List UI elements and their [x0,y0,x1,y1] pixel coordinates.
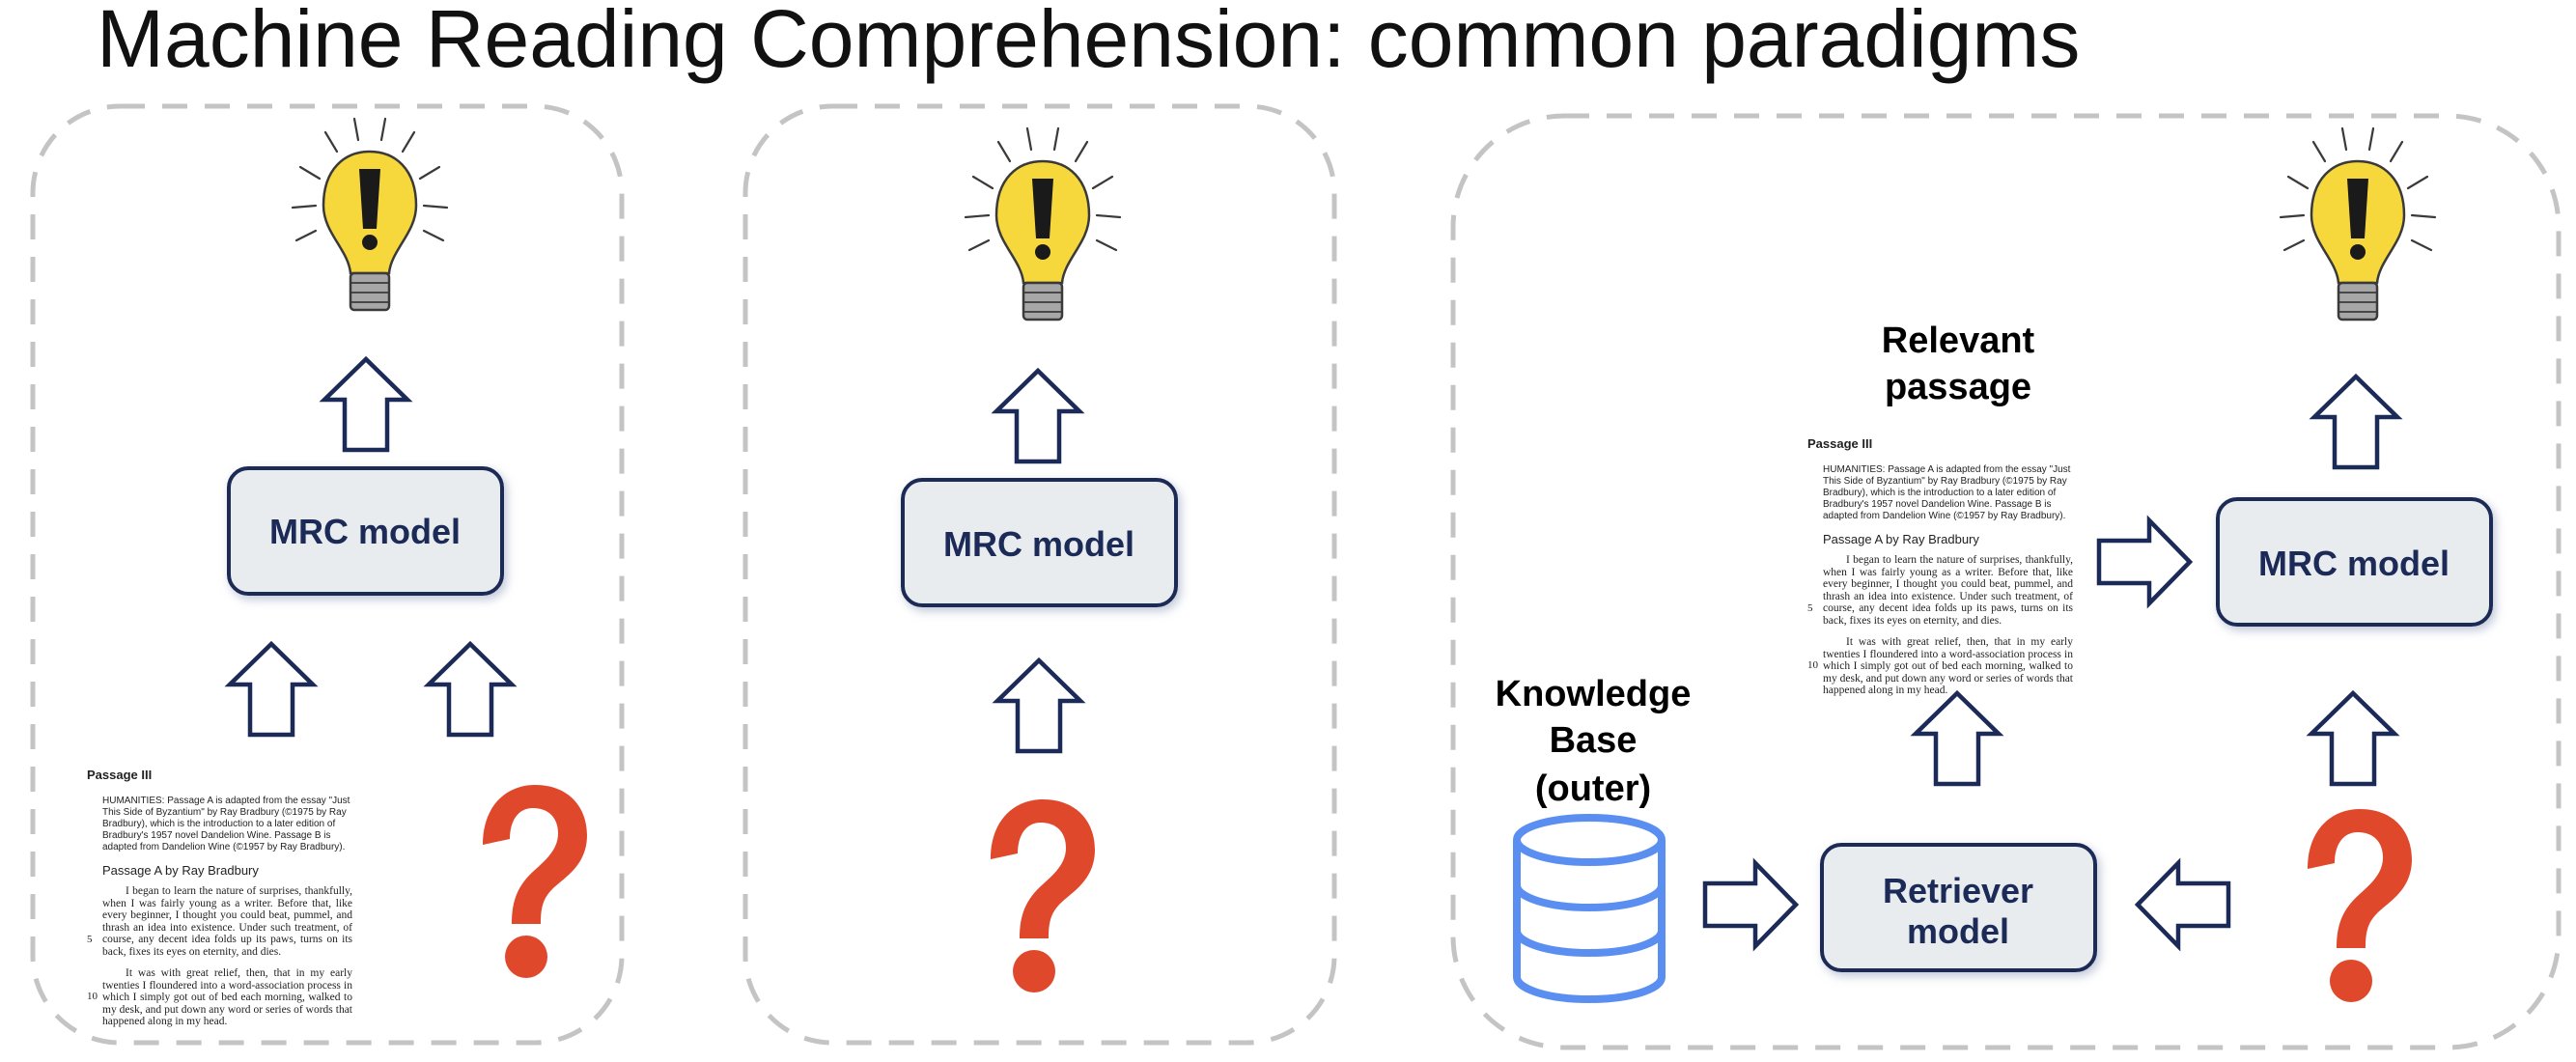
mrc-model-label: MRC model [943,524,1134,564]
arrow-up-icon [2314,377,2397,467]
arrow-up-icon [230,644,313,735]
page-title: Machine Reading Comprehension: common pa… [97,0,2081,84]
arrow-left-icon [2138,863,2228,946]
passage-excerpt: Passage III HUMANITIES: Passage A is ada… [87,768,352,1038]
retriever-label-line2: model [1907,911,2009,951]
arrow-up-icon [997,660,1080,751]
passage-subtitle: Passage A by Ray Bradbury [102,863,259,878]
mrc-model-label: MRC model [2258,544,2450,583]
knowledge-base-label-line1: Knowledge [1496,674,1692,714]
passage-paragraph: 5 I began to learn the nature of surpris… [87,885,352,958]
relevant-passage-label-line1: Relevant [1882,321,2035,361]
mrc-model-label: MRC model [269,512,461,551]
passage-intro: HUMANITIES: Passage A is adapted from th… [102,796,350,852]
relevant-passage-label-line2: passage [1885,367,2031,407]
retriever-label-line1: Retriever [1883,871,2033,910]
mrc-model-box [227,466,504,596]
lightbulb-icon [2279,126,2437,321]
database-icon [1513,814,1666,1003]
passage-heading: Passage III [1807,436,1873,451]
passage-intro: HUMANITIES: Passage A is adapted from th… [1823,464,2071,521]
lightbulb-icon [291,117,449,312]
arrow-up-icon [324,359,407,450]
passage-paragraph: 10 It was with great relief, then, that … [1807,636,2073,696]
passage-paragraph: 10 It was with great relief, then, that … [87,967,352,1027]
knowledge-base-label-line2: Base [1550,720,1638,761]
panel-2-border [742,103,1337,1046]
arrow-up-icon [429,644,512,735]
panel-1-border [30,103,625,1046]
arrow-up-icon [1916,693,1999,784]
knowledge-base-label-line3: (outer) [1535,769,1651,809]
question-mark-icon [483,785,587,978]
mrc-model-box [2216,497,2493,627]
retriever-model-box [1820,843,2097,972]
question-mark-icon [2308,809,2412,1002]
lightbulb-icon [964,126,1122,321]
arrow-up-icon [2311,693,2394,784]
passage-heading: Passage III [87,768,153,782]
line-number: 10 [87,991,98,1002]
passage-paragraph: 5 I began to learn the nature of surpris… [1807,554,2073,627]
relevant-passage-excerpt: Passage III HUMANITIES: Passage A is ada… [1807,436,2073,707]
line-number: 10 [1807,659,1818,671]
line-number: 5 [87,934,93,945]
line-number: 5 [1807,602,1813,614]
arrow-right-icon [1705,863,1796,946]
question-mark-icon [991,799,1095,992]
mrc-model-box [901,478,1178,607]
passage-subtitle: Passage A by Ray Bradbury [1823,532,1979,546]
arrow-up-icon [996,371,1079,461]
panel-3-border [1450,113,2562,1050]
arrow-right-icon [2099,520,2190,603]
